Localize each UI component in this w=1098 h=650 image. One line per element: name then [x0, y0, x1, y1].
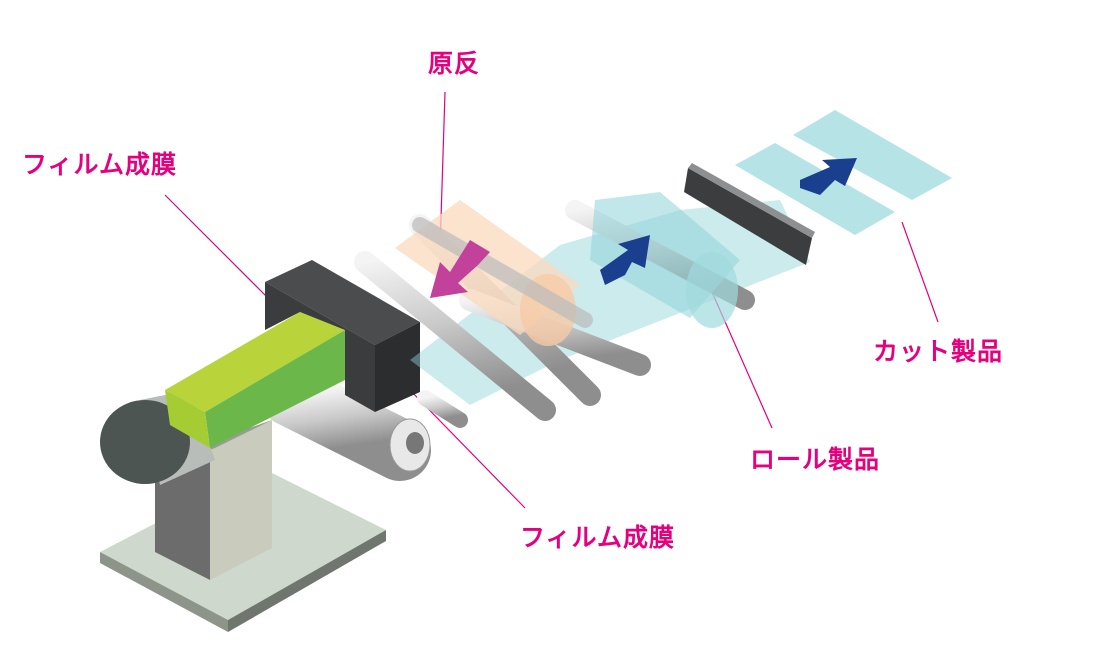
label-raw-film: 原反: [428, 49, 481, 78]
extruder: [165, 312, 345, 448]
leader-cut-product: [901, 221, 939, 323]
cutting-blade: [684, 163, 815, 265]
label-film-forming-top: フィルム成膜: [22, 150, 178, 179]
label-film-forming-bottom: フィルム成膜: [520, 523, 676, 552]
label-roll-product: ロール製品: [750, 445, 881, 474]
raw-film-roll: [395, 200, 593, 346]
product-roll: [565, 192, 755, 328]
cut-sheet-2: [793, 110, 952, 200]
die-block: [265, 260, 420, 412]
cut-arrow: [800, 158, 857, 195]
leader-film-forming-top: [164, 194, 269, 299]
label-cut-product: カット製品: [873, 337, 1004, 366]
raw-film-arrow: [430, 240, 490, 298]
roll-arrow: [600, 235, 650, 285]
casting-roller: [259, 364, 431, 481]
